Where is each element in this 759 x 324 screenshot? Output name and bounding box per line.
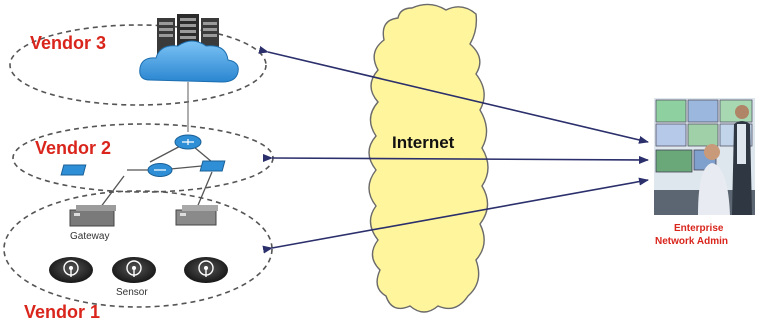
gateway-icon [69,205,116,227]
router-icon [199,160,226,172]
vendor1-label: Vendor 1 [24,302,100,322]
arrow-vendor2-admin [262,153,649,164]
arrow-vendor3-admin [258,46,649,144]
admin-label-line1: Enterprise [674,223,724,234]
admin-label-line2: Network Admin [655,236,728,247]
server-cloud-icon [139,14,239,83]
gateway-icon [175,205,218,226]
internet-label: Internet [392,133,455,152]
vendor3-label: Vendor 3 [30,33,106,53]
router-icon [60,164,87,176]
sensor-icon [49,257,93,283]
arrow-vendor1-admin [262,177,649,254]
admin-photo-icon [654,98,755,215]
vendor2-zone [12,123,274,193]
router-icon [174,134,202,150]
vendor2-label: Vendor 2 [35,138,111,158]
router-icon [147,163,173,177]
sensor-icon [112,257,156,283]
sensor-icon [184,257,228,283]
sensor-label: Sensor [116,287,148,298]
gateway-label: Gateway [70,231,109,242]
